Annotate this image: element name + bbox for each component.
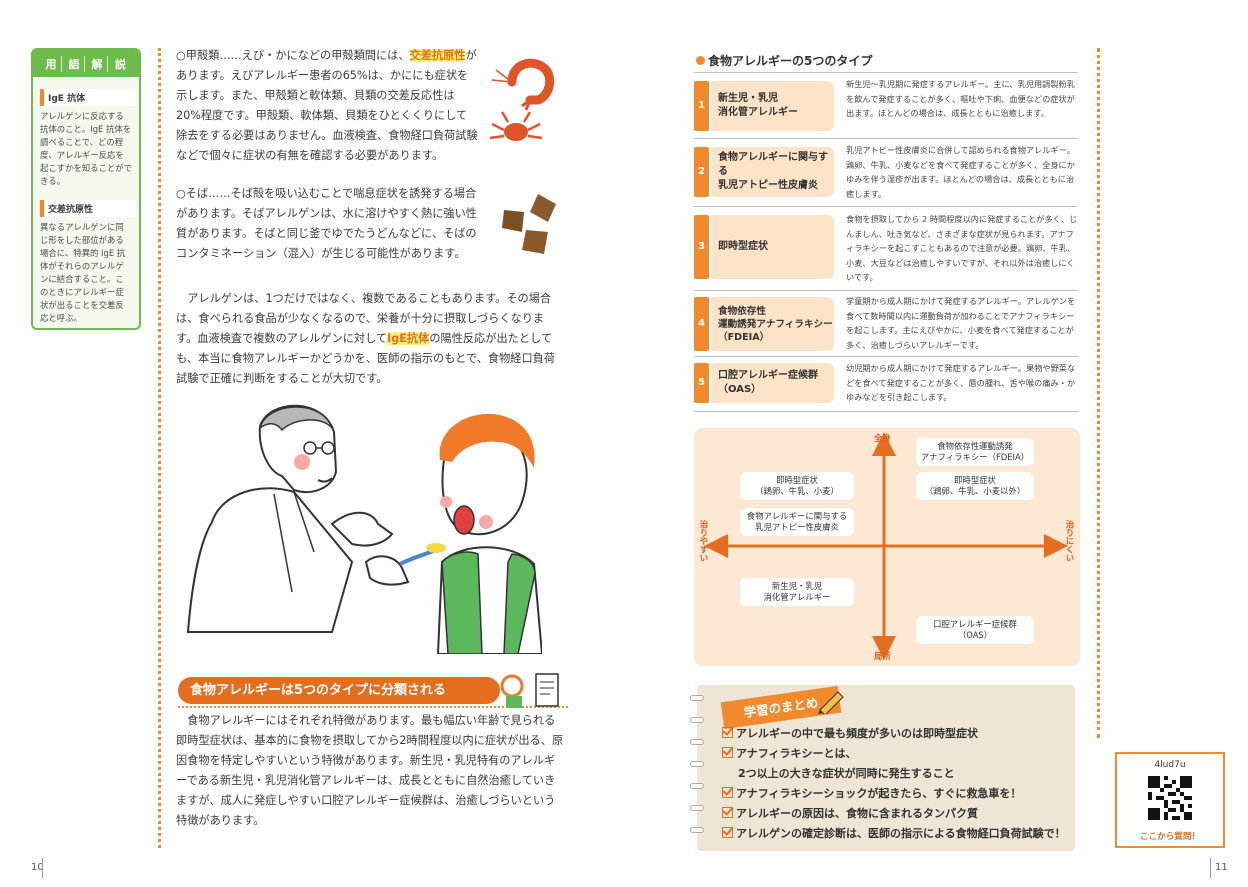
type-desc: 幼児期から成人期にかけて発症するアレルギー。果物や野菜などを食べて発症することが… (846, 363, 1076, 402)
summary-text: アナフィラキシーショックが起きたら、すぐに救急車を！ (736, 787, 1022, 800)
text: の陽性反応が出たとしても、本当に食物アレルギーかどうかを、医師の指示のもとで、食… (176, 332, 556, 385)
checkbox-icon (722, 747, 733, 758)
summary-item: アレルギーの中で最も頻度が多いのは即時型症状 (722, 726, 978, 742)
types-title-text: 食物アレルギーの5つのタイプ (708, 54, 873, 68)
ring-binding (690, 761, 704, 767)
summary-item: アナフィラキシーとは、 (722, 746, 857, 762)
type-row: 1 新生児・乳児 消化管アレルギー 新生児〜乳児期に発症するアレルギー。主に、乳… (694, 72, 1078, 138)
type-label: 口腔アレルギー症候群 （OAS） (711, 363, 834, 403)
text: アレルゲンは、1つだけではなく、複数であることもあります。その場合は、食べられる… (176, 292, 552, 345)
paragraph-types: 食物アレルギーにはそれぞれ特徴があります。最も幅広い年齢で見られる即時型症状は、… (176, 714, 564, 827)
type-table-bottom-rule (694, 411, 1078, 412)
type-number: 5 (694, 363, 709, 403)
ring-binding (690, 739, 704, 745)
glossary-term: IgE 抗体 (40, 89, 136, 106)
type-desc: 乳児アトピー性皮膚炎に合併して認められる食物アレルギー。鶏卵、牛乳、小麦などを食… (846, 145, 1075, 199)
text: があります。えびアレルギー患者の65%は、かににも症状を示します。また、甲殻類と… (176, 49, 478, 162)
type-desc: 学童期から成人期にかけて発症するアレルギー。アレルゲンを食べて数時間以内に運動負… (846, 296, 1076, 350)
ring-binding (690, 827, 704, 833)
divider-left (158, 48, 161, 848)
divider-right (1097, 48, 1100, 738)
summary-item: アレルゲンの確定診断は、医師の指示による食物経口負荷試験で！ (722, 826, 1066, 842)
axis-label-right: 治りにくい (1065, 520, 1075, 562)
checkbox-icon (722, 827, 733, 838)
type-label: 食物依存性 運動誘発アナフィラキシー （FDEIA） (711, 297, 834, 351)
ring-binding (690, 783, 704, 789)
doctor-child-illustration (186, 404, 542, 654)
paragraph-soba: ○そば……そば殻を吸い込むことで喘息症状を誘発する場合があります。そばアレルゲン… (176, 187, 477, 260)
axis-label-bottom: 局所 (874, 651, 891, 661)
axis-label-top: 全身 (874, 433, 891, 443)
glossary-title-char: 語 (65, 56, 85, 72)
page-tick-left (42, 858, 43, 878)
summary-item: アレルギーの原因は、食物に含まれるタンパク質 (722, 806, 978, 822)
axis-label-left: 治りやすい (699, 520, 709, 562)
glossary-box: 用 語 解 説 IgE 抗体 アレルゲンに反応する抗体のこと。IgE 抗体を調べ… (31, 48, 141, 330)
summary-text: アナフィラキシーとは、 (736, 747, 857, 760)
page-number-right: 11 (1215, 862, 1228, 873)
ring-binding (690, 695, 704, 701)
bullet-dot-icon (696, 56, 705, 65)
ring-binding (690, 805, 704, 811)
type-row: 2 食物アレルギーに関与する 乳児アトピー性皮膚炎 乳児アトピー性皮膚炎に合併し… (694, 138, 1078, 204)
type-row: 3 即時型症状 食物を摂取してから 2 時間程度以内に発症することが多く、じんま… (694, 206, 1078, 288)
glossary-desc: 異なるアレルゲンに同じ形をした部位がある場合に、特異的 IgE 抗体がそれらのア… (40, 222, 126, 323)
chart-box-atopic: 食物アレルギーに関与する 乳児アトピー性皮膚炎 (740, 508, 854, 536)
summary-text: アレルゲンの確定診断は、医師の指示による食物経口負荷試験で！ (736, 827, 1066, 840)
type-desc: 新生児〜乳児期に発症するアレルギー。主に、乳児用調製粉乳を飲んで発症することが多… (846, 79, 1075, 118)
classification-chart: 全身 局所 治りやすい 治りにくい 食物依存性運動誘発 アナフィラキシー（FDE… (694, 428, 1080, 666)
paragraph-allergen: アレルゲンは、1つだけではなく、複数であることもあります。その場合は、食べられる… (176, 289, 564, 389)
glossary-title-char: 解 (88, 56, 108, 72)
summary-text: アレルギーの原因は、食物に含まれるタンパク質 (736, 807, 978, 820)
qr-code-label: 4lud7u (1154, 760, 1186, 770)
chart-box-immediate-common: 即時型症状 （鶏卵、牛乳、小麦） (740, 472, 854, 500)
type-label: 即時型症状 (711, 215, 834, 279)
paragraph-shellfish: ○甲殻類……えび・かになどの甲殻類間には、交差抗原性があります。えびアレルギー患… (176, 46, 478, 166)
text: ○甲殻類……えび・かになどの甲殻類間には、 (176, 49, 410, 62)
summary-item: アナフィラキシーショックが起きたら、すぐに救急車を！ (722, 786, 1021, 802)
summary-item-continued: 2つ以上の大きな症状が同時に発生すること (738, 767, 955, 780)
chart-box-neonatal: 新生児・乳児 消化管アレルギー (740, 578, 854, 606)
type-number: 1 (694, 81, 709, 131)
type-row: 5 口腔アレルギー症候群 （OAS） 幼児期から成人期にかけて発症するアレルギー… (694, 356, 1078, 411)
shrimp-crab-illustration (489, 58, 555, 141)
buckwheat-illustration (502, 194, 556, 254)
type-number: 2 (694, 147, 709, 197)
glossary-title: 用 語 解 説 (33, 50, 139, 77)
kid-notebook-icon (500, 673, 559, 708)
checkbox-icon (722, 727, 733, 738)
section-header: 食物アレルギーは5つのタイプに分類される (178, 677, 500, 704)
qr-caption: ここから質問！ (1139, 832, 1201, 842)
page-tick-right (1210, 858, 1211, 878)
type-number: 3 (694, 215, 709, 279)
ring-binding (690, 717, 704, 723)
qr-code-icon[interactable] (1148, 776, 1192, 820)
page-number-left: 10 (31, 862, 44, 873)
glossary-title-char: 用 (42, 56, 62, 72)
summary-text: アレルギーの中で最も頻度が多いのは即時型症状 (736, 727, 978, 740)
types-title: 食物アレルギーの5つのタイプ (696, 52, 872, 69)
type-label: 新生児・乳児 消化管アレルギー (711, 81, 834, 131)
highlight-term: 交差抗原性 (409, 49, 466, 62)
glossary-desc: アレルゲンに反応する抗体のこと。IgE 抗体を調べることで、どの程度、アレルギー… (40, 111, 132, 186)
type-row: 4 食物依存性 運動誘発アナフィラキシー （FDEIA） 学童期から成人期にかけ… (694, 290, 1078, 356)
type-desc: 食物を摂取してから 2 時間程度以内に発症することが多く、じんましん、吐き気など… (846, 214, 1078, 282)
chart-axes (704, 432, 1068, 660)
section-header-underline (178, 706, 568, 708)
chart-box-immediate-other: 即時型症状 （鶏卵、牛乳、小麦以外） (916, 472, 1034, 500)
pencil-icon (818, 691, 844, 714)
chart-box-fdeia: 食物依存性運動誘発 アナフィラキシー（FDEIA） (916, 438, 1034, 466)
glossary-term: 交差抗原性 (40, 200, 136, 217)
highlight-term: IgE抗体 (387, 332, 430, 345)
type-number: 4 (694, 297, 709, 351)
type-label: 食物アレルギーに関与する 乳児アトピー性皮膚炎 (711, 147, 834, 197)
checkbox-icon (722, 807, 733, 818)
checkbox-icon (722, 787, 733, 798)
glossary-title-char: 説 (115, 58, 126, 71)
chart-box-oas: 口腔アレルギー症候群 （OAS） (916, 616, 1034, 644)
